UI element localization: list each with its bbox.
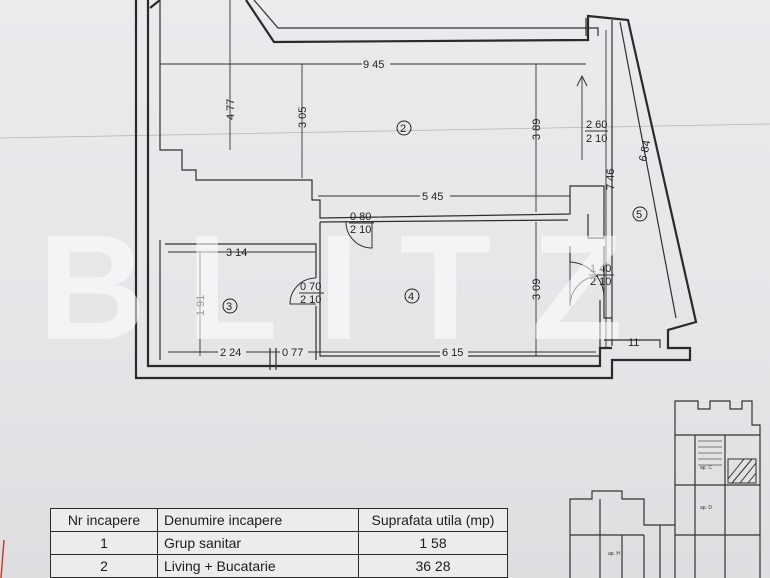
opening-door-bath-size: 0 70 xyxy=(300,281,321,293)
outer-walls xyxy=(134,0,698,380)
dim-corridor-width: 5 45 xyxy=(422,191,443,203)
table-header-row: Nr incapere Denumire incapere Suprafata … xyxy=(50,508,508,532)
opening-labels: 2 60 2 10 0 80 2 10 0 70 2 10 1 40 2 10 xyxy=(299,119,614,306)
dim-label-bg xyxy=(280,345,308,358)
scan-crease-line xyxy=(0,123,770,139)
room-number-4: 4 xyxy=(408,291,414,303)
dim-right-strip: 7 46 xyxy=(605,169,617,190)
red-pen-mark xyxy=(0,540,5,578)
cell-room-number: 2 xyxy=(50,554,158,578)
key-plan-outline xyxy=(569,400,761,578)
dim-diagonal-wall: 6 84 xyxy=(637,139,653,162)
key-plan-label-d: ap. D xyxy=(700,505,712,511)
cell-room-number: 1 xyxy=(50,531,158,555)
key-plan-hatch xyxy=(727,458,757,484)
opening-door-corridor-height: 2 10 xyxy=(350,224,371,236)
dim-label-bg xyxy=(218,345,246,358)
dim-living-height: 3 09 xyxy=(531,279,543,300)
room-marker-circle xyxy=(396,120,412,136)
dim-bottom-mid: 0 77 xyxy=(282,347,303,359)
room-marker-circle xyxy=(222,298,238,314)
key-plan-stairs xyxy=(698,440,722,466)
dim-bath-width: 3 14 xyxy=(226,247,247,259)
window-arrow-icon xyxy=(576,74,588,87)
dim-bottom-left: 2 24 xyxy=(220,347,241,359)
doors xyxy=(289,221,605,307)
table-row: 1 Grup sanitar 1 58 xyxy=(50,531,508,555)
key-plan-label-h: ap. H xyxy=(608,551,620,557)
door-terrace-a xyxy=(569,261,605,299)
opening-door-terrace-height: 2 10 xyxy=(590,276,611,288)
col-header-room-name: Denumire incapere xyxy=(157,508,359,532)
col-header-room-number: Nr incapere xyxy=(50,508,158,532)
opening-door-terrace-size: 1 40 xyxy=(590,263,611,275)
opening-door-corridor-size: 0 80 xyxy=(350,211,371,223)
door-corridor xyxy=(345,221,373,249)
dim-bottom-right: 6 15 xyxy=(442,347,463,359)
table-row: 2 Living + Bucatarie 36 28 xyxy=(50,554,508,578)
room-number-3: 3 xyxy=(226,301,232,313)
opening-window-height: 2 10 xyxy=(586,133,607,145)
dim-label-bg xyxy=(440,345,468,358)
col-header-usable-area: Suprafata utila (mp) xyxy=(358,508,508,532)
opening-window-size: 2 60 xyxy=(586,119,607,131)
opening-door-bath-height: 2 10 xyxy=(300,294,321,306)
room-marker-circle xyxy=(632,206,648,222)
cell-room-name: Grup sanitar xyxy=(157,531,359,555)
dim-right-height: 3 89 xyxy=(531,119,543,140)
door-bath xyxy=(289,277,317,305)
cell-room-name: Living + Bucatarie xyxy=(157,554,359,578)
dim-balcony-end: 11 xyxy=(628,337,639,349)
dim-top-width: 9 45 xyxy=(363,59,384,71)
room-markers: 2 3 4 5 xyxy=(222,120,648,314)
room-number-2: 2 xyxy=(400,123,406,135)
dim-label-bg xyxy=(362,57,390,70)
key-plan-label-c: ap. C xyxy=(700,465,712,471)
dim-label-bg xyxy=(420,189,450,202)
dim-bath-height: 1 91 xyxy=(195,295,207,316)
inner-walls xyxy=(159,0,677,370)
dim-inner-height: 3 05 xyxy=(297,107,309,128)
dim-left-height: 4 77 xyxy=(225,99,237,120)
floor-plan: 9 45 4 77 3 05 3 89 7 46 6 84 5 45 3 14 … xyxy=(0,0,770,380)
room-marker-circle xyxy=(404,288,420,304)
cell-usable-area: 36 28 xyxy=(358,554,508,578)
key-plan: ap. C ap. D ap. H xyxy=(569,400,761,578)
dimension-labels: 9 45 4 77 3 05 3 89 7 46 6 84 5 45 3 14 … xyxy=(195,57,653,359)
room-number-5: 5 xyxy=(636,209,642,221)
cell-usable-area: 1 58 xyxy=(358,531,508,555)
area-table: Nr incapere Denumire incapere Suprafata … xyxy=(50,508,508,578)
